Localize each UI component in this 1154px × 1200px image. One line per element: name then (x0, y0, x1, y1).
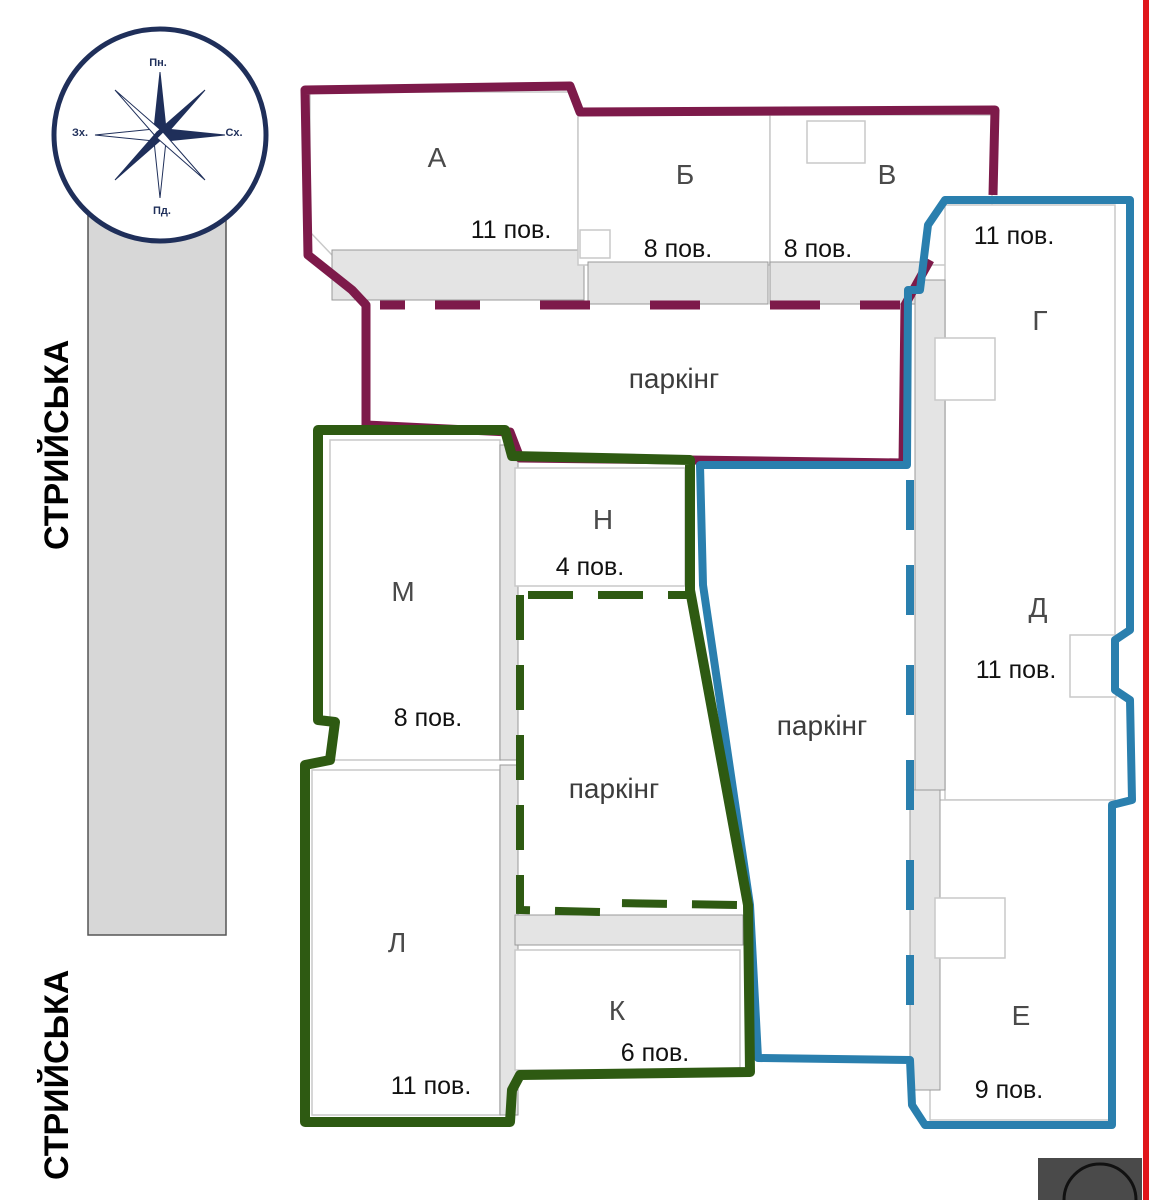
building-g-floors: 11 пов. (974, 222, 1055, 250)
building-m-floors: 8 пов. (394, 704, 463, 732)
building-v-label: В (878, 159, 897, 190)
building-b-label: Б (676, 159, 694, 190)
building-labels: А 11 пов. Б 8 пов. В 8 пов. 11 пов. Г Д … (388, 142, 1056, 1104)
building-l-floors: 11 пов. (391, 1072, 472, 1100)
compass-rose: Пн. Пд. Зх. Сх. (51, 26, 269, 244)
building-n-label: Н (593, 504, 613, 535)
building-d-label: Д (1029, 592, 1048, 623)
street-label-upper: СТРИЙСЬКА (37, 340, 76, 550)
building-d-floors: 11 пов. (976, 656, 1057, 684)
zone-west-dashed-line (516, 591, 741, 917)
compass-star-icon (94, 71, 226, 199)
compass-north: Пн. (149, 57, 167, 69)
building-k-floors: 6 пов. (621, 1039, 690, 1067)
red-edge-line (1143, 0, 1149, 1200)
zone-east-outline (696, 196, 1136, 1129)
compass-east: Сх. (225, 127, 242, 139)
building-footprints (309, 91, 1117, 1121)
parking-labels: паркінг паркінг паркінг (569, 363, 867, 804)
building-m-label: М (391, 576, 414, 607)
building-n-floors: 4 пов. (556, 553, 625, 581)
building-v-floors: 8 пов. (784, 235, 853, 263)
building-a-label: А (428, 142, 447, 173)
building-e-label: Е (1012, 1000, 1031, 1031)
building-g-label: Г (1032, 305, 1047, 336)
parking-east-label: паркінг (777, 710, 867, 741)
building-a-floors: 11 пов. (471, 216, 552, 244)
building-k-label: К (609, 995, 626, 1026)
building-l-label: Л (388, 927, 406, 958)
zone-west-outline (300, 425, 755, 1127)
street-road (87, 204, 227, 936)
street-label-lower: СТРИЙСЬКА (37, 970, 76, 1180)
parking-west-label: паркінг (569, 773, 659, 804)
building-e-floors: 9 пов. (975, 1076, 1044, 1104)
corner-thumbnail (1038, 1158, 1142, 1200)
compass-west: Зх. (72, 127, 88, 139)
building-b-floors: 8 пов. (644, 235, 713, 263)
compass-south: Пд. (153, 205, 171, 217)
parking-north-label: паркінг (629, 363, 719, 394)
